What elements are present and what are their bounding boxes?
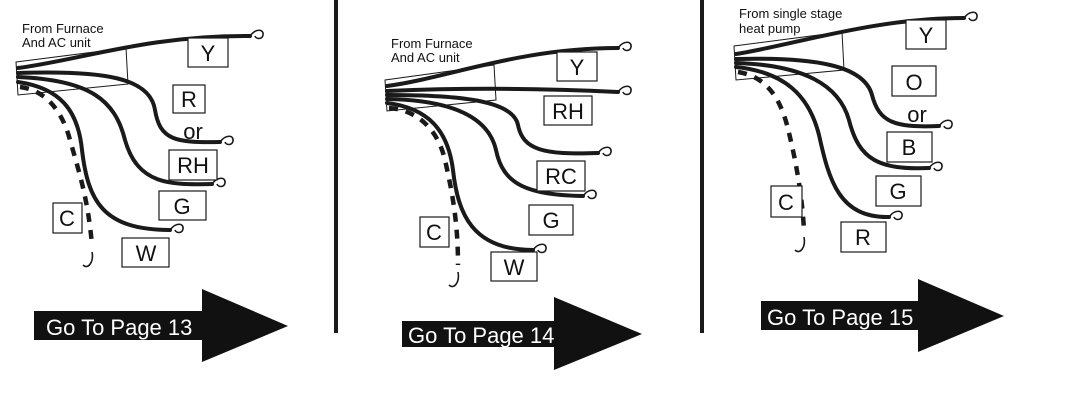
wire-end-hook xyxy=(963,11,978,22)
panel-furnace-ac-page13: From Furnace And AC unit Y R or RH G W C… xyxy=(15,21,288,362)
panel-furnace-ac-page14: From Furnace And AC unit Y RH RC G W C G… xyxy=(384,36,642,370)
go-to-page-arrow xyxy=(402,297,642,370)
terminal-label-r: R xyxy=(181,87,197,112)
terminal-label-c: C xyxy=(59,206,75,231)
or-label: or xyxy=(907,102,927,127)
terminal-box xyxy=(187,37,229,68)
wire-w xyxy=(16,80,172,232)
terminal-label-rh: RH xyxy=(177,153,209,178)
panel-heat-pump-page15: From single stage heat pump Y O or B G R… xyxy=(733,6,1004,352)
go-to-page-text: Go To Page 13 xyxy=(46,315,192,340)
wire-r xyxy=(734,65,891,220)
wire-end-hook xyxy=(249,29,264,40)
terminal-label-y: Y xyxy=(201,41,216,66)
wire-end-hook xyxy=(582,189,597,200)
wire-w xyxy=(385,101,535,252)
terminal-box xyxy=(840,221,887,253)
terminal-box xyxy=(528,204,574,236)
wire-end-hook xyxy=(448,271,460,288)
terminal-label-b: B xyxy=(902,135,917,160)
wire-end-hook xyxy=(597,146,612,157)
panel-divider-2 xyxy=(700,0,704,333)
terminal-box xyxy=(168,149,218,181)
wire-end-hook xyxy=(888,210,903,221)
go-to-page-arrow xyxy=(761,279,1004,352)
wire-y xyxy=(16,33,252,70)
terminal-label-o: O xyxy=(905,70,922,95)
wire-end-hook xyxy=(219,135,234,146)
terminal-label-rc: RC xyxy=(545,164,577,189)
go-to-page-arrow xyxy=(34,289,288,362)
terminal-label-r: R xyxy=(855,225,871,250)
wire-g xyxy=(16,75,214,187)
wire-end-hook xyxy=(617,85,632,96)
source-label-line2: And AC unit xyxy=(391,50,460,65)
panel-divider-1 xyxy=(334,0,338,333)
source-label-line2: heat pump xyxy=(739,21,800,36)
wire-end-hook xyxy=(794,236,806,253)
terminal-label-rh: RH xyxy=(552,99,584,124)
source-label-line1: From Furnace xyxy=(22,21,104,36)
terminal-box xyxy=(905,19,947,50)
wire-o-b xyxy=(734,56,941,129)
terminal-box xyxy=(121,237,170,268)
terminal-label-g: G xyxy=(173,194,190,219)
terminal-label-c: C xyxy=(778,190,794,215)
wire-y xyxy=(734,16,966,56)
terminal-label-y: Y xyxy=(919,23,934,48)
terminal-label-g: G xyxy=(889,179,906,204)
terminal-label-w: W xyxy=(504,255,525,280)
terminal-label-g: G xyxy=(542,208,559,233)
terminal-box xyxy=(891,65,937,97)
wire-end-hook xyxy=(928,161,943,172)
wire-bundle-box xyxy=(733,31,845,81)
wire-c xyxy=(19,84,95,246)
terminal-box xyxy=(158,190,207,221)
wire-g xyxy=(734,61,931,171)
terminal-box xyxy=(886,131,933,163)
terminal-box xyxy=(875,175,922,207)
wire-bundle-box xyxy=(15,47,129,96)
or-label: or xyxy=(183,119,203,144)
go-to-page-text: Go To Page 14 xyxy=(408,323,554,348)
wire-end-hook xyxy=(617,41,632,52)
terminal-label-w: W xyxy=(136,241,157,266)
terminal-box xyxy=(536,160,586,192)
terminal-box xyxy=(419,216,450,248)
terminal-box xyxy=(556,51,598,82)
source-label-line2: And AC unit xyxy=(22,35,91,50)
wire-rh xyxy=(385,86,620,94)
terminal-box xyxy=(52,202,83,234)
terminal-box xyxy=(770,185,803,218)
wire-g xyxy=(385,97,585,198)
wire-end-hook xyxy=(938,119,953,130)
terminal-box xyxy=(490,251,538,282)
go-to-page-text: Go To Page 15 xyxy=(767,305,913,330)
terminal-box xyxy=(543,95,593,126)
terminal-label-c: C xyxy=(426,220,442,245)
wire-c xyxy=(388,105,461,266)
wire-end-hook xyxy=(169,223,184,234)
wire-end-hook xyxy=(82,251,94,268)
wire-y xyxy=(385,46,620,88)
wire-end-hook xyxy=(532,243,547,254)
source-label-line1: From Furnace xyxy=(391,36,473,51)
terminal-label-y: Y xyxy=(570,55,585,80)
terminal-box xyxy=(172,84,206,114)
wire-rc xyxy=(385,93,600,156)
wire-r-rh xyxy=(16,70,222,145)
source-label-line1: From single stage xyxy=(739,6,842,21)
